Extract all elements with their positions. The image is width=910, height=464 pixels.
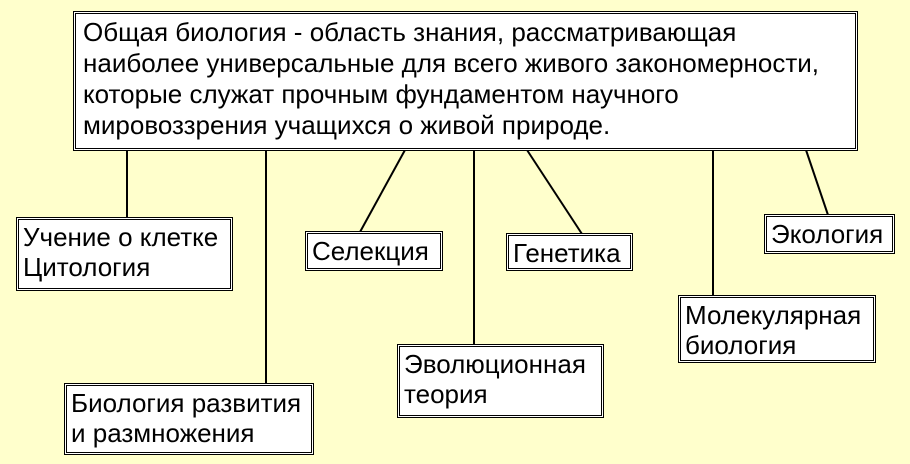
root-line-2: наиболее универсальные для всего живого … (83, 48, 819, 78)
node-selection: Селекция (305, 231, 443, 271)
connector-selection (359, 149, 406, 233)
node-molecular-line-1: Молекулярная (685, 300, 862, 330)
node-genetics: Генетика (506, 233, 633, 271)
root-definition-box: Общая биология - область знания, рассмат… (73, 11, 858, 151)
root-line-3: которые служат прочным фундаментом научн… (83, 79, 679, 109)
node-ecology-line-1: Экология (771, 219, 884, 249)
node-selection-line-1: Селекция (312, 236, 429, 266)
node-cytology: Учение о клетке Цитология (16, 217, 233, 291)
node-genetics-line-1: Генетика (513, 238, 621, 268)
node-molecular: Молекулярная биология (678, 295, 876, 363)
node-evolution: Эволюционная теория (397, 344, 604, 418)
node-development: Биология развития и размножения (64, 383, 314, 455)
node-evolution-line-1: Эволюционная (404, 349, 586, 379)
node-molecular-line-2: биология (685, 330, 797, 360)
node-development-line-2: и размножения (71, 418, 255, 448)
connector-ecology (805, 149, 829, 216)
node-cytology-line-2: Цитология (23, 252, 151, 282)
connector-genetics (526, 149, 583, 235)
node-cytology-line-1: Учение о клетке (23, 222, 219, 252)
node-evolution-line-2: теория (404, 379, 488, 409)
node-ecology: Экология (764, 214, 895, 254)
node-development-line-1: Биология развития (71, 388, 302, 418)
root-line-4: мировоззрения учащихся о живой природе. (83, 110, 611, 140)
root-line-1: Общая биология - область знания, рассмат… (83, 17, 737, 47)
